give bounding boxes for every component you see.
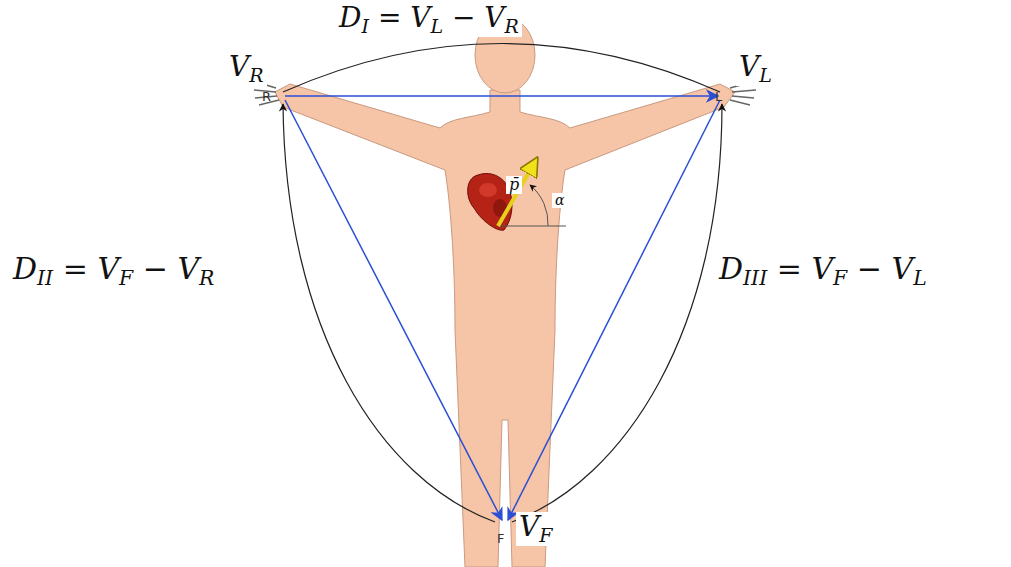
lead-arcs (283, 44, 722, 523)
electrode-label: VF (516, 512, 555, 546)
electrode-label: VL (736, 52, 775, 86)
electrode-mark: R (262, 90, 271, 104)
hand-fingers (254, 82, 756, 105)
electrode-mark: L (715, 90, 722, 104)
angle-label: α (552, 193, 567, 208)
vector-label: p̄ (506, 176, 522, 194)
lead-equation: DIII = VF − VL (716, 252, 930, 290)
electrode-label: VR (226, 52, 267, 86)
electrode-mark: F (497, 532, 504, 546)
lead-equation: DI = VL − VR (336, 3, 522, 37)
dipole-vector (498, 160, 536, 226)
lead-lines (285, 96, 720, 520)
lead-equation: DII = VF − VR (10, 252, 217, 290)
body-figure (275, 17, 735, 567)
